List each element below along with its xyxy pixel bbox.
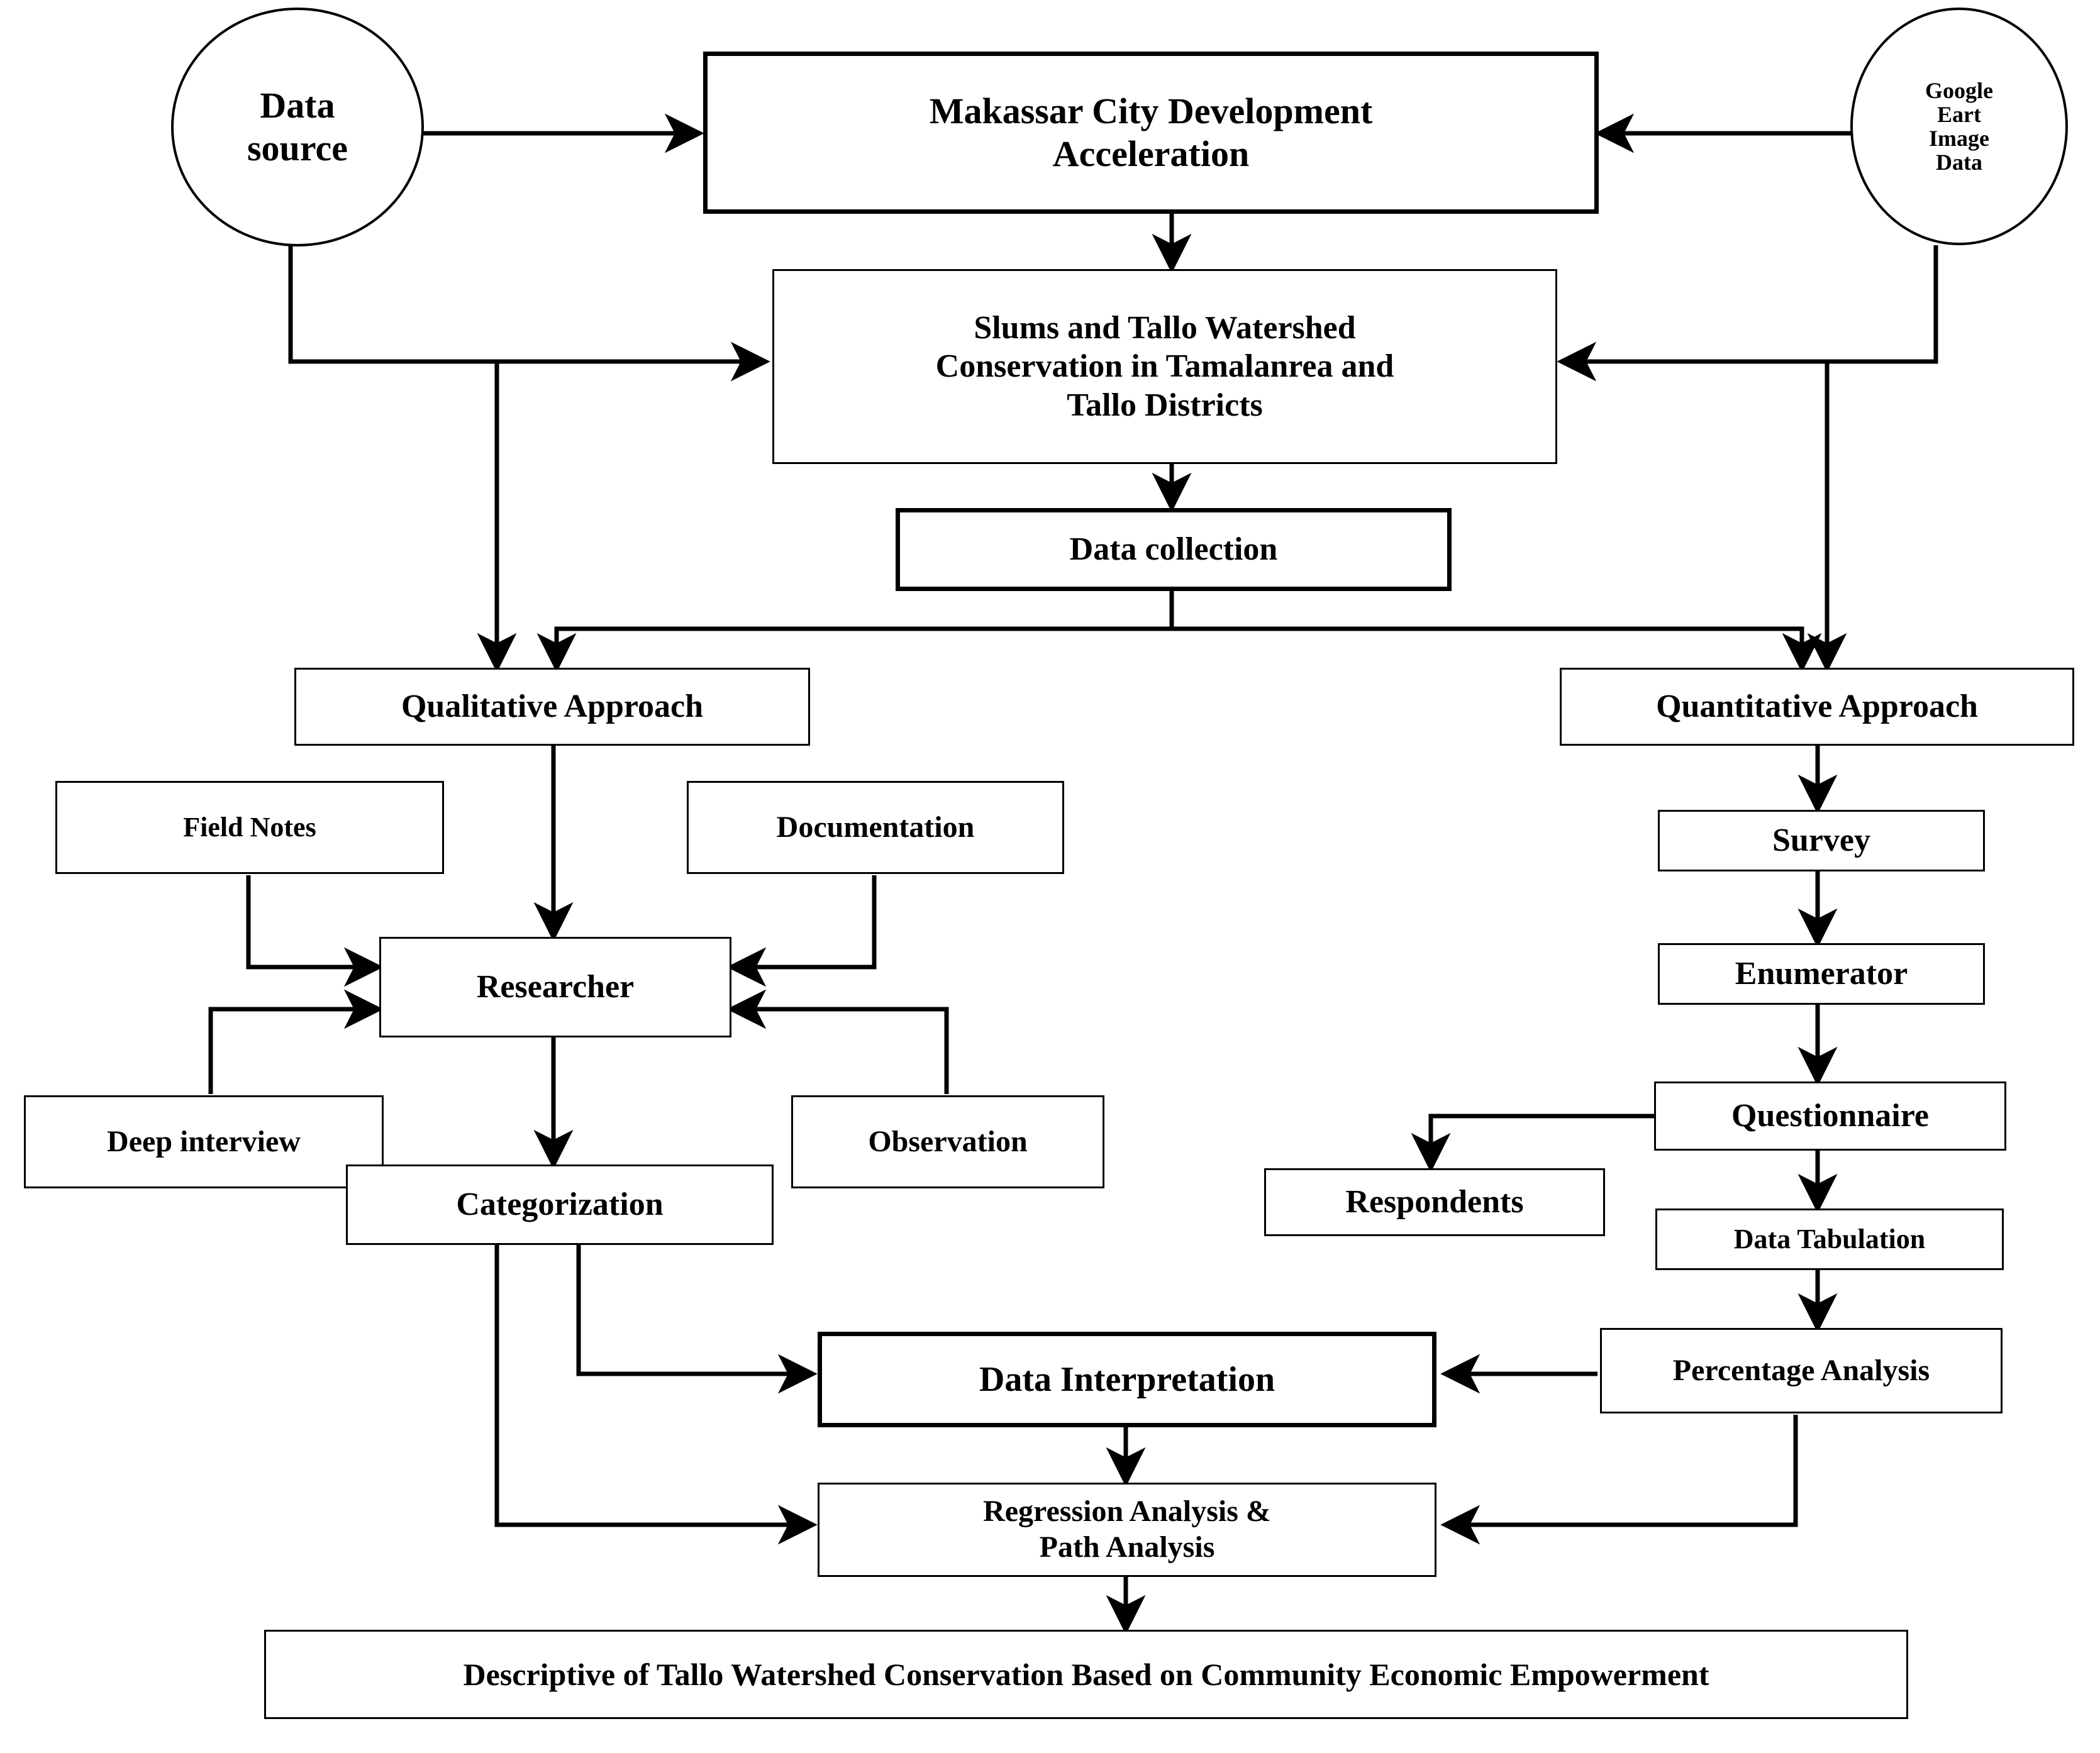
node-categorization[interactable]: Categorization: [346, 1164, 774, 1245]
node-slums-tallo-watershed-conservation[interactable]: Slums and Tallo Watershed Conservation i…: [772, 269, 1557, 464]
slums-label-line1: Slums and Tallo Watershed: [974, 309, 1356, 346]
categorization-label: Categorization: [456, 1186, 664, 1223]
node-deep-interview[interactable]: Deep interview: [24, 1095, 384, 1188]
node-documentation[interactable]: Documentation: [687, 781, 1064, 874]
node-data-collection[interactable]: Data collection: [896, 508, 1452, 591]
node-respondents[interactable]: Respondents: [1264, 1168, 1605, 1236]
google-earth-label-line1: Google: [1925, 77, 1993, 103]
node-makassar-city-development-acceleration[interactable]: Makassar City Development Acceleration: [703, 52, 1599, 214]
qualitative-approach-label: Qualitative Approach: [401, 688, 704, 725]
node-enumerator[interactable]: Enumerator: [1658, 943, 1985, 1005]
makassar-label-line1: Makassar City Development: [929, 90, 1373, 131]
respondents-label: Respondents: [1345, 1184, 1524, 1220]
node-google-earth-image-data[interactable]: Google Eart Image Data: [1850, 8, 2068, 245]
node-researcher[interactable]: Researcher: [379, 937, 731, 1037]
node-descriptive-outcome[interactable]: Descriptive of Tallo Watershed Conservat…: [264, 1630, 1908, 1719]
data-tabulation-label: Data Tabulation: [1733, 1224, 1926, 1255]
documentation-label: Documentation: [776, 810, 975, 844]
regression-label-line1: Regression Analysis &: [983, 1495, 1271, 1529]
researcher-label: Researcher: [476, 969, 635, 1005]
node-data-tabulation[interactable]: Data Tabulation: [1655, 1208, 2004, 1270]
slums-label-line2: Conservation in Tamalanrea and: [935, 348, 1394, 385]
enumerator-label: Enumerator: [1735, 956, 1908, 992]
node-survey[interactable]: Survey: [1658, 810, 1985, 871]
deep-interview-label: Deep interview: [107, 1124, 301, 1158]
node-data-interpretation[interactable]: Data Interpretation: [818, 1332, 1436, 1427]
node-quantitative-approach[interactable]: Quantitative Approach: [1560, 668, 2074, 746]
node-field-notes[interactable]: Field Notes: [55, 781, 444, 874]
node-percentage-analysis[interactable]: Percentage Analysis: [1600, 1328, 2003, 1413]
questionnaire-label: Questionnaire: [1731, 1098, 1929, 1134]
regression-label-line2: Path Analysis: [1039, 1530, 1215, 1564]
google-earth-label-line2: Eart: [1937, 101, 1981, 127]
field-notes-label: Field Notes: [183, 812, 316, 843]
node-questionnaire[interactable]: Questionnaire: [1654, 1081, 2006, 1151]
observation-label: Observation: [868, 1124, 1028, 1158]
google-earth-label-line3: Image: [1929, 126, 1989, 151]
percentage-analysis-label: Percentage Analysis: [1672, 1353, 1930, 1387]
node-qualitative-approach[interactable]: Qualitative Approach: [294, 668, 810, 746]
makassar-label-line2: Acceleration: [1052, 133, 1250, 174]
survey-label: Survey: [1772, 822, 1870, 859]
data-collection-label: Data collection: [1069, 531, 1278, 568]
quantitative-approach-label: Quantitative Approach: [1656, 688, 1978, 725]
node-regression-path-analysis[interactable]: Regression Analysis & Path Analysis: [818, 1483, 1436, 1577]
node-data-source[interactable]: Data source: [171, 8, 424, 246]
google-earth-label-line4: Data: [1936, 150, 1982, 175]
node-observation[interactable]: Observation: [791, 1095, 1104, 1188]
data-interpretation-label: Data Interpretation: [979, 1359, 1275, 1399]
data-source-label-line2: source: [247, 128, 348, 169]
slums-label-line3: Tallo Districts: [1067, 387, 1263, 423]
data-source-label-line1: Data: [260, 84, 335, 126]
descriptive-outcome-label: Descriptive of Tallo Watershed Conservat…: [463, 1656, 1709, 1692]
